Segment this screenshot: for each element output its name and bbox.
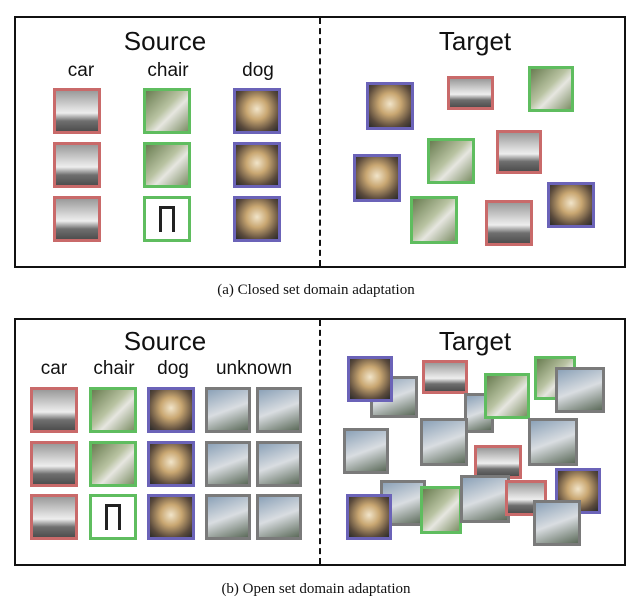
class-label-dog-a: dog [242,60,274,81]
target-dog-image [353,154,401,202]
target-chair-image [484,373,530,419]
source-dog-image [233,196,281,242]
target-unknown-image [555,367,605,413]
source-unknown-image [205,494,251,540]
source-unknown-image [256,494,302,540]
class-label-unknown-b: unknown [215,358,293,379]
target-unknown-image [460,475,510,523]
target-unknown-image [420,418,468,466]
source-dog-image [147,387,195,433]
target-chair-image [528,66,574,112]
target-dog-image [547,182,595,228]
target-unknown-image [533,500,581,546]
source-unknown-image [205,441,251,487]
target-dog-image [366,82,414,130]
class-label-car-a: car [67,60,95,81]
class-label-dog-b: dog [157,358,189,379]
source-car-image [53,196,101,242]
target-unknown-image [343,428,389,474]
source-chair-image [143,196,191,242]
source-chair-image [143,88,191,134]
source-dog-image [147,441,195,487]
source-chair-image [89,494,137,540]
target-car-image [485,200,533,246]
source-chair-image [143,142,191,188]
class-label-chair-b: chair [93,358,135,379]
source-car-image [30,441,78,487]
source-car-image [30,387,78,433]
source-chair-image [89,387,137,433]
target-car-image [422,360,468,394]
source-unknown-image [256,387,302,433]
target-title-b: Target [438,326,512,356]
target-unknown-image [528,418,578,466]
source-car-image [53,142,101,188]
source-unknown-image [205,387,251,433]
domain-divider-b [319,320,321,564]
source-chair-image [89,441,137,487]
source-title-b: Source [123,326,207,356]
target-car-image [496,130,542,174]
source-unknown-image [256,441,302,487]
target-chair-image [420,486,462,534]
target-car-image [447,76,494,110]
source-title-a: Source [123,26,207,56]
class-label-chair-a: chair [147,60,189,81]
class-label-car-b: car [40,358,68,379]
target-chair-image [410,196,458,244]
target-dog-image [347,356,393,402]
target-car-image [474,445,522,479]
source-dog-image [233,142,281,188]
source-car-image [53,88,101,134]
target-title-a: Target [438,26,512,56]
target-chair-image [427,138,475,184]
caption-b: (b) Open set domain adaptation [221,581,411,597]
source-car-image [30,494,78,540]
caption-a: (a) Closed set domain adaptation [217,282,415,298]
domain-divider-a [319,18,321,266]
source-dog-image [147,494,195,540]
target-dog-image [346,494,392,540]
source-dog-image [233,88,281,134]
